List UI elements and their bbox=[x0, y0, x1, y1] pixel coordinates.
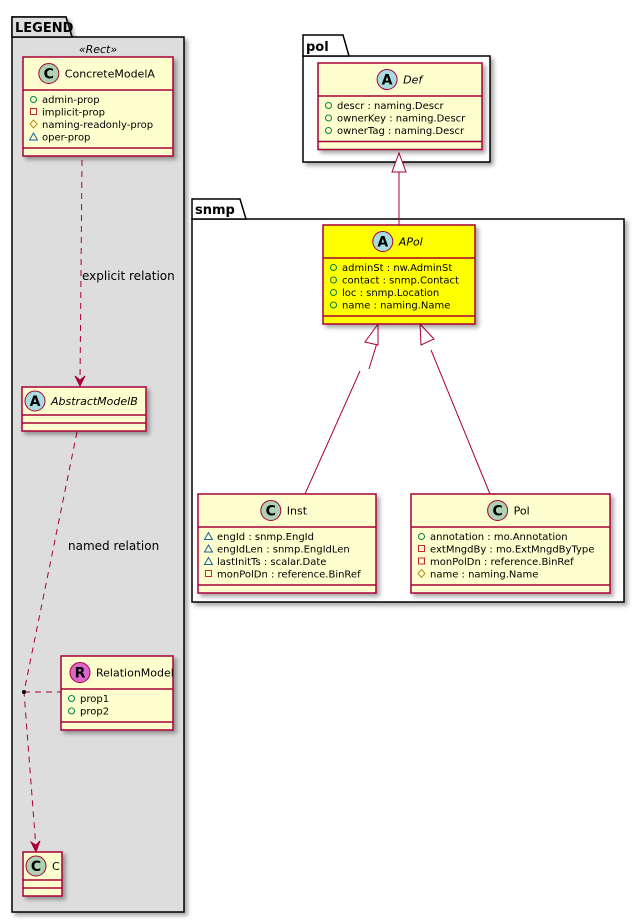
class-name: ConcreteModelA bbox=[65, 68, 156, 81]
package-visibility-icon bbox=[203, 556, 214, 565]
public-visibility-icon bbox=[325, 114, 332, 122]
class-field: prop1 bbox=[80, 694, 109, 705]
class-field: ownerTag : naming.Descr bbox=[337, 126, 465, 137]
legend-package: LEGEND «Rect» bbox=[11, 16, 185, 913]
class-name: APol bbox=[398, 236, 423, 249]
inst-apol-inheritance-arrowhead bbox=[364, 322, 379, 346]
badge-letter: R bbox=[75, 666, 86, 682]
class-field: engId : snmp.EngId bbox=[217, 532, 314, 543]
public-visibility-icon bbox=[30, 96, 37, 103]
class-badge-icon bbox=[25, 855, 47, 877]
class-field: adminSt : nw.AdminSt bbox=[342, 263, 452, 274]
inst-apol-inheritance-edge-upper bbox=[368, 342, 378, 370]
class-badge-icon bbox=[487, 500, 509, 521]
class-field: admin-prop bbox=[42, 95, 100, 106]
abstract-model-b-class[interactable]: A AbstractModelB bbox=[21, 386, 147, 432]
class-field: name : naming.Name bbox=[430, 570, 538, 581]
badge-letter: A bbox=[382, 73, 393, 89]
class-field: ownerKey : naming.Descr bbox=[337, 114, 466, 125]
private-visibility-icon bbox=[418, 545, 425, 552]
package-visibility-icon bbox=[203, 531, 214, 540]
relation-badge-icon bbox=[69, 662, 91, 683]
class-name: Pol bbox=[514, 505, 530, 518]
private-visibility-icon bbox=[30, 108, 37, 115]
legend-stereotype: «Rect» bbox=[79, 43, 118, 56]
class-field: contact : snmp.Contact bbox=[342, 276, 459, 287]
class-field: oper-prop bbox=[42, 133, 90, 144]
public-visibility-icon bbox=[330, 289, 337, 296]
class-name: AbstractModelB bbox=[50, 395, 138, 408]
private-visibility-icon bbox=[418, 557, 425, 565]
public-visibility-icon bbox=[68, 695, 75, 702]
pol-package-label: pol bbox=[306, 40, 329, 55]
pol-apol-inheritance-arrowhead bbox=[419, 322, 435, 346]
public-visibility-icon bbox=[330, 276, 337, 284]
named-relation-arrowhead bbox=[29, 840, 41, 854]
pol-class[interactable]: C Pol annotation : mo.Annotation extMngdBy … bbox=[410, 493, 611, 594]
explicit-relation-label: explicit relation bbox=[82, 269, 175, 283]
concrete-model-a-class[interactable]: C ConcreteModelA admin-prop implicit-propna… bbox=[22, 56, 174, 157]
def-class[interactable]: A Def descr : naming.Descr ownerKey : namin… bbox=[317, 62, 483, 151]
badge-letter: A bbox=[377, 235, 388, 251]
class-field: naming-readonly-prop bbox=[42, 120, 153, 131]
named-relation-label: named relation bbox=[68, 539, 159, 553]
class-field: monPolDn : reference.BinRef bbox=[430, 557, 574, 568]
relation-junction-dot bbox=[22, 690, 26, 694]
relation-model-class[interactable]: R RelationModel prop1 prop2 bbox=[60, 655, 174, 731]
inst-class[interactable]: C Inst engId : snmp.EngId engIdLen : snmp.E… bbox=[197, 493, 377, 594]
apol-class[interactable]: A APol adminSt : nw.AdminSt contact : snmp.… bbox=[322, 224, 476, 325]
class-badge-icon bbox=[260, 500, 282, 521]
class-field: lastInitTs : scalar.Date bbox=[217, 557, 326, 568]
abstract-badge-icon bbox=[372, 231, 394, 252]
inst-apol-inheritance-edge bbox=[304, 370, 361, 495]
class-name: C bbox=[52, 860, 60, 873]
public-visibility-icon bbox=[418, 533, 425, 540]
badge-letter: C bbox=[44, 67, 54, 83]
private-visibility-icon bbox=[205, 570, 212, 577]
class-badge-icon bbox=[38, 63, 60, 84]
abstract-badge-icon bbox=[376, 69, 398, 90]
public-visibility-icon bbox=[325, 127, 332, 134]
edges bbox=[22, 151, 491, 854]
badge-letter: C bbox=[31, 859, 41, 875]
apol-def-inheritance-arrowhead bbox=[391, 151, 407, 173]
protected-visibility-icon bbox=[29, 119, 38, 129]
snmp-package-label: snmp bbox=[195, 203, 235, 218]
badge-letter: C bbox=[266, 504, 276, 520]
package-visibility-icon bbox=[203, 543, 214, 553]
class-field: engIdLen : snmp.EngIdLen bbox=[217, 545, 350, 556]
public-visibility-icon bbox=[68, 707, 75, 715]
explicit-relation-edge bbox=[79, 159, 83, 384]
abstract-badge-icon bbox=[24, 390, 46, 412]
pol-apol-inheritance-edge bbox=[430, 349, 491, 495]
class-name: Inst bbox=[287, 505, 308, 518]
class-field: prop2 bbox=[80, 707, 109, 718]
class-field: descr : naming.Descr bbox=[337, 101, 444, 112]
class-field: implicit-prop bbox=[42, 108, 105, 119]
public-visibility-icon bbox=[325, 102, 332, 109]
class-field: extMngdBy : mo.ExtMngdByType bbox=[430, 545, 594, 556]
package-visibility-icon bbox=[28, 131, 39, 141]
class-field: name : naming.Name bbox=[342, 301, 450, 312]
public-visibility-icon bbox=[330, 264, 337, 271]
badge-letter: A bbox=[30, 394, 41, 410]
explicit-relation-arrowhead bbox=[74, 375, 86, 388]
class-field: loc : snmp.Location bbox=[342, 288, 439, 299]
legend-package-label: LEGEND bbox=[15, 21, 74, 36]
class-field: annotation : mo.Annotation bbox=[430, 532, 568, 543]
protected-visibility-icon bbox=[417, 568, 426, 579]
class-name: RelationModel bbox=[96, 667, 174, 680]
badge-letter: C bbox=[492, 504, 502, 520]
class-name: Def bbox=[403, 74, 424, 87]
public-visibility-icon bbox=[330, 301, 337, 309]
class-field: monPolDn : reference.BinRef bbox=[217, 570, 361, 581]
